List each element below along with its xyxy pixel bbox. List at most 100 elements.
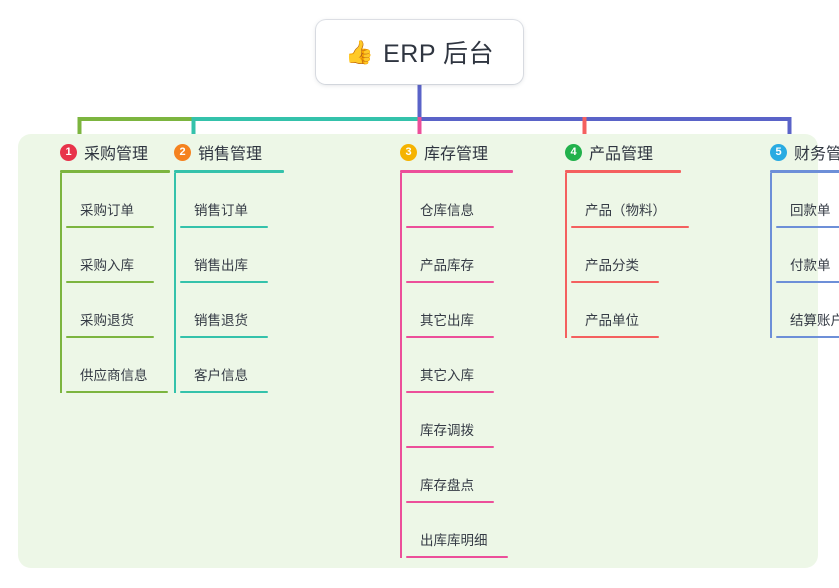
leaf-rule — [66, 226, 154, 228]
root-node-label: 👍 ERP 后台 — [345, 34, 494, 70]
leaf-label: 仓库信息 — [420, 203, 474, 218]
leaf-node[interactable]: 付款单 — [776, 228, 839, 283]
branch-column-2: 2 销售管理销售订单销售出库销售退货客户信息 — [157, 134, 284, 393]
leaf-rule — [406, 556, 508, 558]
leaf-node[interactable]: 库存调拨 — [406, 393, 513, 448]
leaf-rule — [180, 226, 268, 228]
leaf-label: 库存盘点 — [420, 478, 474, 493]
branch-header-2[interactable]: 2 销售管理 — [157, 134, 284, 170]
leaf-node[interactable]: 其它出库 — [406, 283, 513, 338]
branch-title-5: 财务管理 — [794, 146, 839, 163]
branch-spine-5 — [770, 173, 772, 338]
leaf-node[interactable]: 库存盘点 — [406, 448, 513, 503]
leaf-node[interactable]: 产品库存 — [406, 228, 513, 283]
leaf-label: 销售订单 — [194, 203, 248, 218]
leaf-rule — [406, 446, 494, 448]
leaf-label: 产品分类 — [585, 258, 639, 273]
branch-badge-1: 1 — [60, 143, 77, 161]
branch-header-5[interactable]: 5财务管理 — [753, 134, 839, 170]
branch-title-1: 采购管理 — [84, 146, 149, 163]
branch-header-rule-3 — [400, 170, 513, 173]
leaf-label: 采购入库 — [80, 258, 134, 273]
leaf-label: 客户信息 — [194, 368, 248, 383]
branch-badge-3: 3 — [400, 143, 417, 161]
leaf-node[interactable]: 销售订单 — [180, 173, 284, 228]
leaf-rule — [571, 336, 659, 338]
branch-column-5: 5财务管理回款单付款单结算账户 — [753, 134, 839, 338]
leaf-label: 其它出库 — [420, 313, 474, 328]
leaf-node[interactable]: 结算账户 — [776, 283, 839, 338]
branch-column-4: 4 产品管理产品（物料） 产品分类产品单位 — [548, 134, 689, 338]
leaf-node[interactable]: 采购入库 — [66, 228, 170, 283]
leaf-node[interactable]: 销售退货 — [180, 283, 284, 338]
branch-spine-2 — [174, 173, 176, 393]
leaf-node[interactable]: 供应商信息 — [66, 338, 170, 393]
leaf-label: 库存调拨 — [420, 423, 474, 438]
branch-title-2: 销售管理 — [198, 146, 263, 163]
leaf-rule — [406, 391, 494, 393]
leaf-label: 回款单 — [790, 203, 831, 218]
branch-spine-4 — [565, 173, 567, 338]
branch-items-2: 销售订单销售出库销售退货客户信息 — [174, 173, 284, 393]
leaf-label: 采购订单 — [80, 203, 134, 218]
branch-items-3: 仓库信息产品库存其它出库其它入库库存调拨库存盘点出库库明细 — [400, 173, 513, 558]
leaf-rule — [180, 281, 268, 283]
leaf-label: 产品库存 — [420, 258, 474, 273]
leaf-rule — [406, 336, 494, 338]
leaf-label: 供应商信息 — [80, 368, 148, 383]
leaf-rule — [776, 226, 839, 228]
leaf-node[interactable]: 销售出库 — [180, 228, 284, 283]
branch-badge-2: 2 — [174, 143, 191, 161]
branch-badge-4: 4 — [565, 143, 582, 161]
branch-header-rule-4 — [565, 170, 681, 173]
leaf-label: 付款单 — [790, 258, 831, 273]
leaf-rule — [406, 501, 494, 503]
thumbs-up-icon: 👍 — [344, 38, 375, 65]
leaf-node[interactable]: 采购退货 — [66, 283, 170, 338]
branch-header-rule-1 — [60, 170, 170, 173]
leaf-rule — [776, 281, 839, 283]
branch-header-rule-5 — [770, 170, 839, 173]
leaf-node[interactable]: 仓库信息 — [406, 173, 513, 228]
leaf-rule — [571, 281, 659, 283]
leaf-rule — [66, 336, 154, 338]
leaf-rule — [776, 336, 839, 338]
leaf-rule — [180, 336, 268, 338]
branch-header-1[interactable]: 1 采购管理 — [43, 134, 170, 170]
leaf-node[interactable]: 出库库明细 — [406, 503, 513, 558]
branch-header-4[interactable]: 4 产品管理 — [548, 134, 681, 170]
leaf-node[interactable]: 客户信息 — [180, 338, 284, 393]
branches-panel — [18, 134, 818, 568]
leaf-rule — [180, 391, 268, 393]
branch-items-1: 采购订单采购入库采购退货供应商信息 — [60, 173, 170, 393]
root-node-title: ERP 后台 — [383, 40, 495, 68]
branch-column-1: 1 采购管理采购订单采购入库采购退货供应商信息 — [43, 134, 170, 393]
leaf-node[interactable]: 回款单 — [776, 173, 839, 228]
leaf-node[interactable]: 产品（物料） — [571, 173, 689, 228]
leaf-label: 销售出库 — [194, 258, 248, 273]
branch-spine-3 — [400, 173, 402, 558]
leaf-node[interactable]: 采购订单 — [66, 173, 170, 228]
branch-items-5: 回款单付款单结算账户 — [770, 173, 839, 338]
leaf-label: 结算账户 — [790, 313, 839, 328]
leaf-rule — [66, 391, 168, 393]
branch-spine-1 — [60, 173, 62, 393]
leaf-rule — [66, 281, 154, 283]
branch-items-4: 产品（物料） 产品分类产品单位 — [565, 173, 689, 338]
branch-title-4: 产品管理 — [589, 146, 654, 163]
leaf-label: 采购退货 — [80, 313, 134, 328]
root-node[interactable]: 👍 ERP 后台 — [316, 20, 523, 84]
leaf-label: 出库库明细 — [420, 533, 488, 548]
leaf-label: 销售退货 — [194, 313, 248, 328]
leaf-node[interactable]: 其它入库 — [406, 338, 513, 393]
leaf-rule — [571, 226, 689, 228]
leaf-rule — [406, 226, 494, 228]
leaf-node[interactable]: 产品分类 — [571, 228, 681, 283]
leaf-label: 产品（物料） — [585, 203, 666, 218]
leaf-node[interactable]: 产品单位 — [571, 283, 681, 338]
branch-header-rule-2 — [174, 170, 284, 173]
